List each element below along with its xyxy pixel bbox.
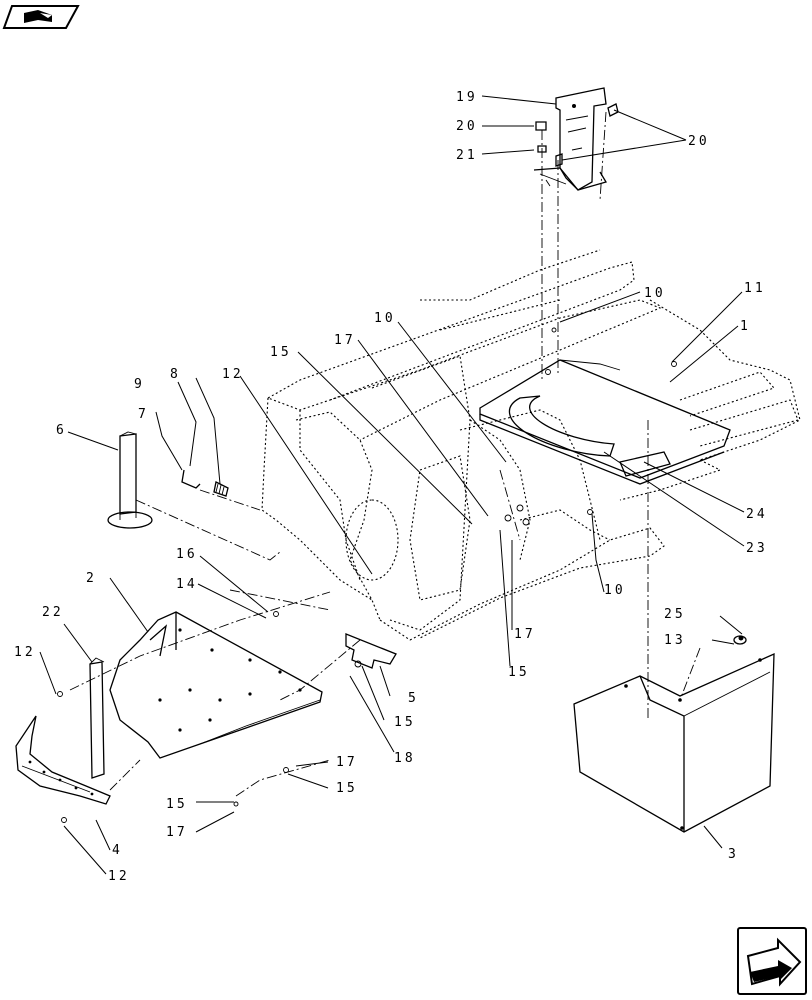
callout-numbers: 19 20 21 20 10 11 1 10 17 15 12 9 8 7 6 … (14, 90, 768, 884)
cover-part-3 (573, 652, 775, 833)
plate-part-1 (479, 359, 731, 485)
chassis-frame (261, 249, 801, 641)
guard-part-4 (15, 715, 111, 805)
callout-12: 12 (14, 645, 36, 660)
callout-15: 15 (270, 345, 292, 360)
callout-22: 22 (42, 605, 64, 620)
callout-7: 7 (138, 407, 149, 422)
callout-20: 20 (688, 134, 710, 149)
callout-6: 6 (56, 423, 67, 438)
callout-13: 13 (664, 633, 686, 648)
callout-9: 9 (134, 377, 145, 392)
callout-1: 1 (740, 319, 751, 334)
assembly-lines (69, 111, 701, 797)
leader-lines (39, 95, 745, 875)
callout-17: 17 (336, 755, 358, 770)
callout-15: 15 (394, 715, 416, 730)
clip-part-5 (345, 633, 397, 669)
callout-8: 8 (170, 367, 181, 382)
callout-2: 2 (86, 571, 97, 586)
callout-17: 17 (166, 825, 188, 840)
callout-12: 12 (108, 869, 130, 884)
callout-17: 17 (514, 627, 536, 642)
next-page-arrow-icon[interactable] (737, 927, 807, 995)
callout-25: 25 (664, 607, 686, 622)
callout-19: 19 (456, 90, 478, 105)
callout-10: 10 (374, 311, 396, 326)
callout-18: 18 (394, 751, 416, 766)
pin-and-spring (181, 469, 229, 497)
shield-part-2 (109, 611, 323, 759)
callout-4: 4 (112, 843, 123, 858)
callout-5: 5 (408, 691, 419, 706)
callout-24: 24 (746, 507, 768, 522)
callout-14: 14 (176, 577, 198, 592)
callout-10: 10 (604, 583, 626, 598)
small-hardware (57, 327, 747, 823)
callout-10: 10 (644, 286, 666, 301)
strip-part-22 (89, 657, 105, 779)
callout-16: 16 (176, 547, 198, 562)
callout-11: 11 (744, 281, 766, 296)
callout-12: 12 (222, 367, 244, 382)
callout-3: 3 (728, 847, 739, 862)
callout-20: 20 (456, 119, 478, 134)
callout-15: 15 (508, 665, 530, 680)
callout-15: 15 (336, 781, 358, 796)
callout-17: 17 (334, 333, 356, 348)
callout-15: 15 (166, 797, 188, 812)
bracket-part-19 (533, 87, 607, 191)
book-icon[interactable] (2, 5, 80, 29)
post-part-6 (107, 431, 153, 529)
callout-21: 21 (456, 148, 478, 163)
callout-23: 23 (746, 541, 768, 556)
